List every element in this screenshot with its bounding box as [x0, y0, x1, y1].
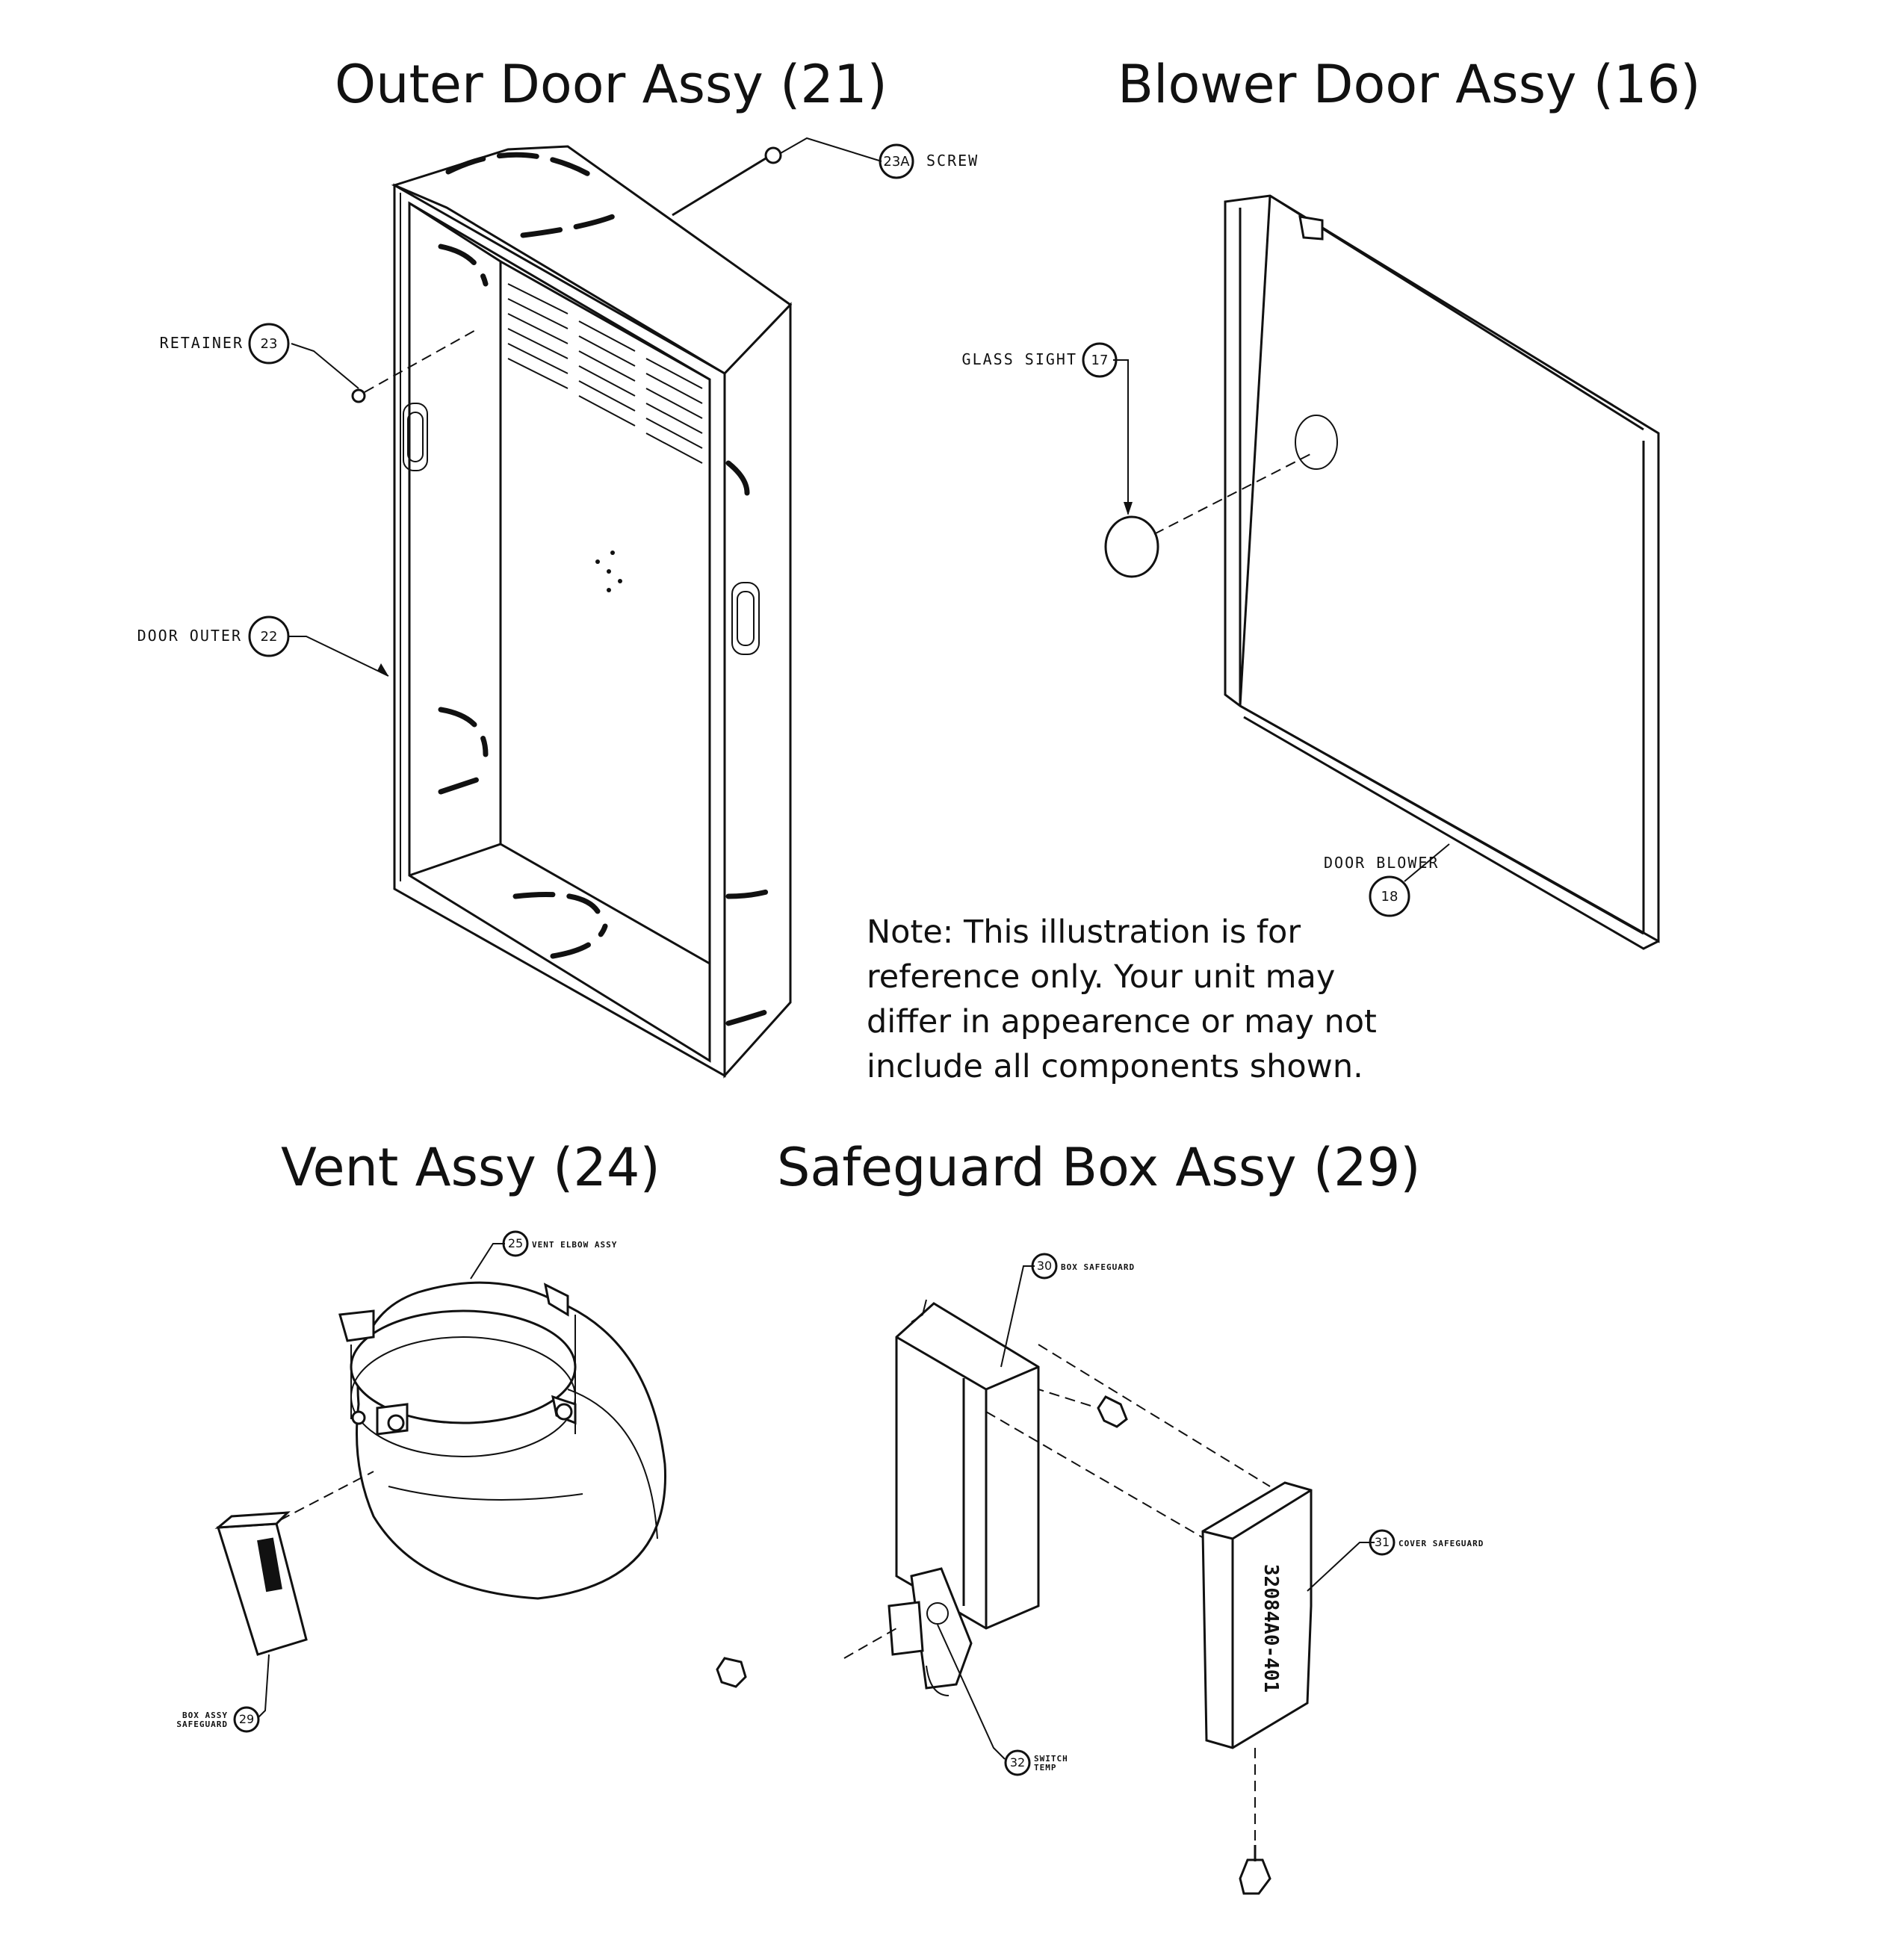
callout-31-cover-safeguard: 31 COVER SAFEGUARD: [1369, 1529, 1484, 1556]
callout-17-glass-sight: 17 GLASS SIGHT: [962, 342, 1118, 378]
callout-32-switch-temp: 32 SWITCH TEMP: [937, 1624, 1068, 1776]
callout-23-retainer: 23 RETAINER: [160, 323, 290, 365]
callout-30-box-safeguard: 30 BOX SAFEGUARD: [1000, 1253, 1135, 1368]
callout-label-line-1: BOX ASSY: [182, 1711, 228, 1720]
callout-label-line-2: TEMP: [1034, 1763, 1057, 1773]
callout-22-door-outer: 22 DOOR OUTER: [137, 615, 389, 677]
callout-label: COVER SAFEGUARD: [1398, 1539, 1484, 1548]
safeguard-screws: [716, 1395, 1271, 1895]
cover-safeguard-part: 32084A0-401: [1201, 1481, 1375, 1749]
callout-number: 31: [1375, 1535, 1390, 1549]
vent-elbow-drawing: [338, 1243, 667, 1600]
outer-door-assy-title: Outer Door Assy (21): [335, 54, 888, 115]
retainer-part: [291, 328, 479, 403]
callout-label: SCREW: [926, 152, 979, 170]
callout-label: RETAINER: [160, 334, 244, 352]
callout-label-line-2: SAFEGUARD: [176, 1719, 228, 1729]
callout-label-line-1: SWITCH: [1034, 1754, 1068, 1764]
callout-number: 25: [508, 1236, 523, 1250]
callout-label: BOX SAFEGUARD: [1061, 1262, 1135, 1272]
vent-assy-title: Vent Assy (24): [281, 1137, 660, 1198]
callout-29-box-assy: 29 BOX ASSY SAFEGUARD: [176, 1706, 260, 1733]
screw-part: [672, 137, 882, 217]
safeguard-box-drawing: [843, 1299, 1271, 1852]
callout-label: DOOR OUTER: [137, 627, 242, 645]
louvers: [507, 283, 703, 464]
callout-label: VENT ELBOW ASSY: [532, 1240, 617, 1250]
callout-number: 22: [261, 629, 278, 645]
box-assy-safeguard-part: [214, 1471, 374, 1719]
callout-number: 17: [1091, 353, 1109, 368]
callout-number: 30: [1037, 1259, 1052, 1273]
callout-number: 29: [239, 1712, 254, 1726]
outer-door-drawing: [391, 145, 793, 1079]
callout-23a-screw: 23A SCREW: [879, 143, 979, 179]
callout-25-vent-elbow: 25 VENT ELBOW ASSY: [502, 1230, 617, 1257]
safeguard-box-assy-title: Safeguard Box Assy (29): [777, 1137, 1421, 1198]
callout-number: 23A: [883, 154, 910, 170]
callout-label: DOOR BLOWER: [1324, 854, 1439, 872]
callout-number: 18: [1381, 889, 1398, 905]
callout-number: 23: [261, 336, 278, 352]
blower-door-drawing: [1224, 194, 1660, 950]
callout-number: 32: [1010, 1755, 1025, 1770]
glass-sight-part: [1104, 359, 1316, 578]
callout-label: GLASS SIGHT: [962, 350, 1077, 368]
cover-part-number: 32084A0-401: [1260, 1564, 1282, 1693]
reference-note: Note: This illustration is for reference…: [867, 914, 1377, 1085]
blower-door-assy-title: Blower Door Assy (16): [1118, 54, 1701, 115]
callout-18-door-blower: 18 DOOR BLOWER: [1324, 843, 1450, 917]
